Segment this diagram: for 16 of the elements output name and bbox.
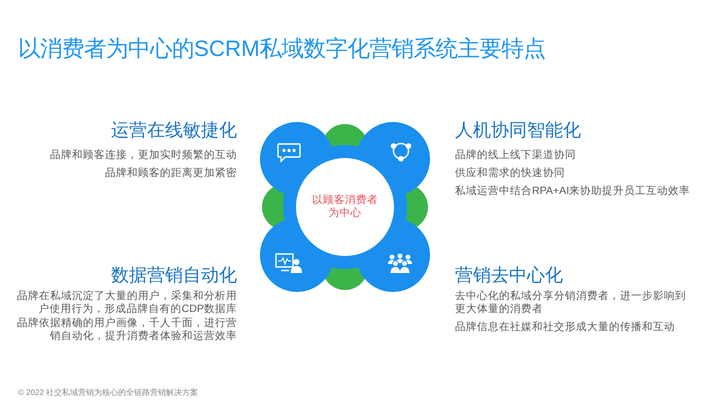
feature-text: 供应和需求的快速协同 (455, 167, 565, 180)
feature-text: 品牌和顾客的距离更加紧密 (105, 167, 237, 180)
feature-text: 品牌的线上线下渠道协同 (455, 149, 576, 162)
copyright-footer: © 2022 社交私域营销为核心的全链路营销解决方案 (18, 388, 198, 398)
feature-text: 品牌和顾客连接，更加实时频繁的互动 (50, 149, 237, 162)
feature-heading: 运营在线敏捷化 (111, 119, 237, 141)
feature-text: 私域运营中结合RPA+AI来协助提升员工互动效率 (455, 185, 690, 198)
feature-text: 品牌在私域沉淀了大量的用户，采集和分析用户使用行为，形成品牌自有的CDP数据库 (16, 290, 237, 316)
feature-text: 去中心化的私域分享分销消费者，进一步影响到更大体量的消费者 (455, 290, 687, 316)
feature-heading: 营销去中心化 (455, 264, 563, 286)
feature-heading: 人机协同智能化 (455, 119, 581, 141)
slide-title: 以消费者为中心的SCRM私域数字化营销系统主要特点 (18, 35, 546, 63)
feature-heading: 数据营销自动化 (111, 264, 237, 286)
circle-label: 以顾客消费者为中心 (312, 194, 378, 220)
feature-text: 品牌信息在社媒和社交形成大量的传播和互动 (455, 320, 675, 334)
feature-text: 品牌依据精确的用户画像，千人千面，进行营销自动化，提升消费者体验和运营效率 (16, 316, 237, 342)
